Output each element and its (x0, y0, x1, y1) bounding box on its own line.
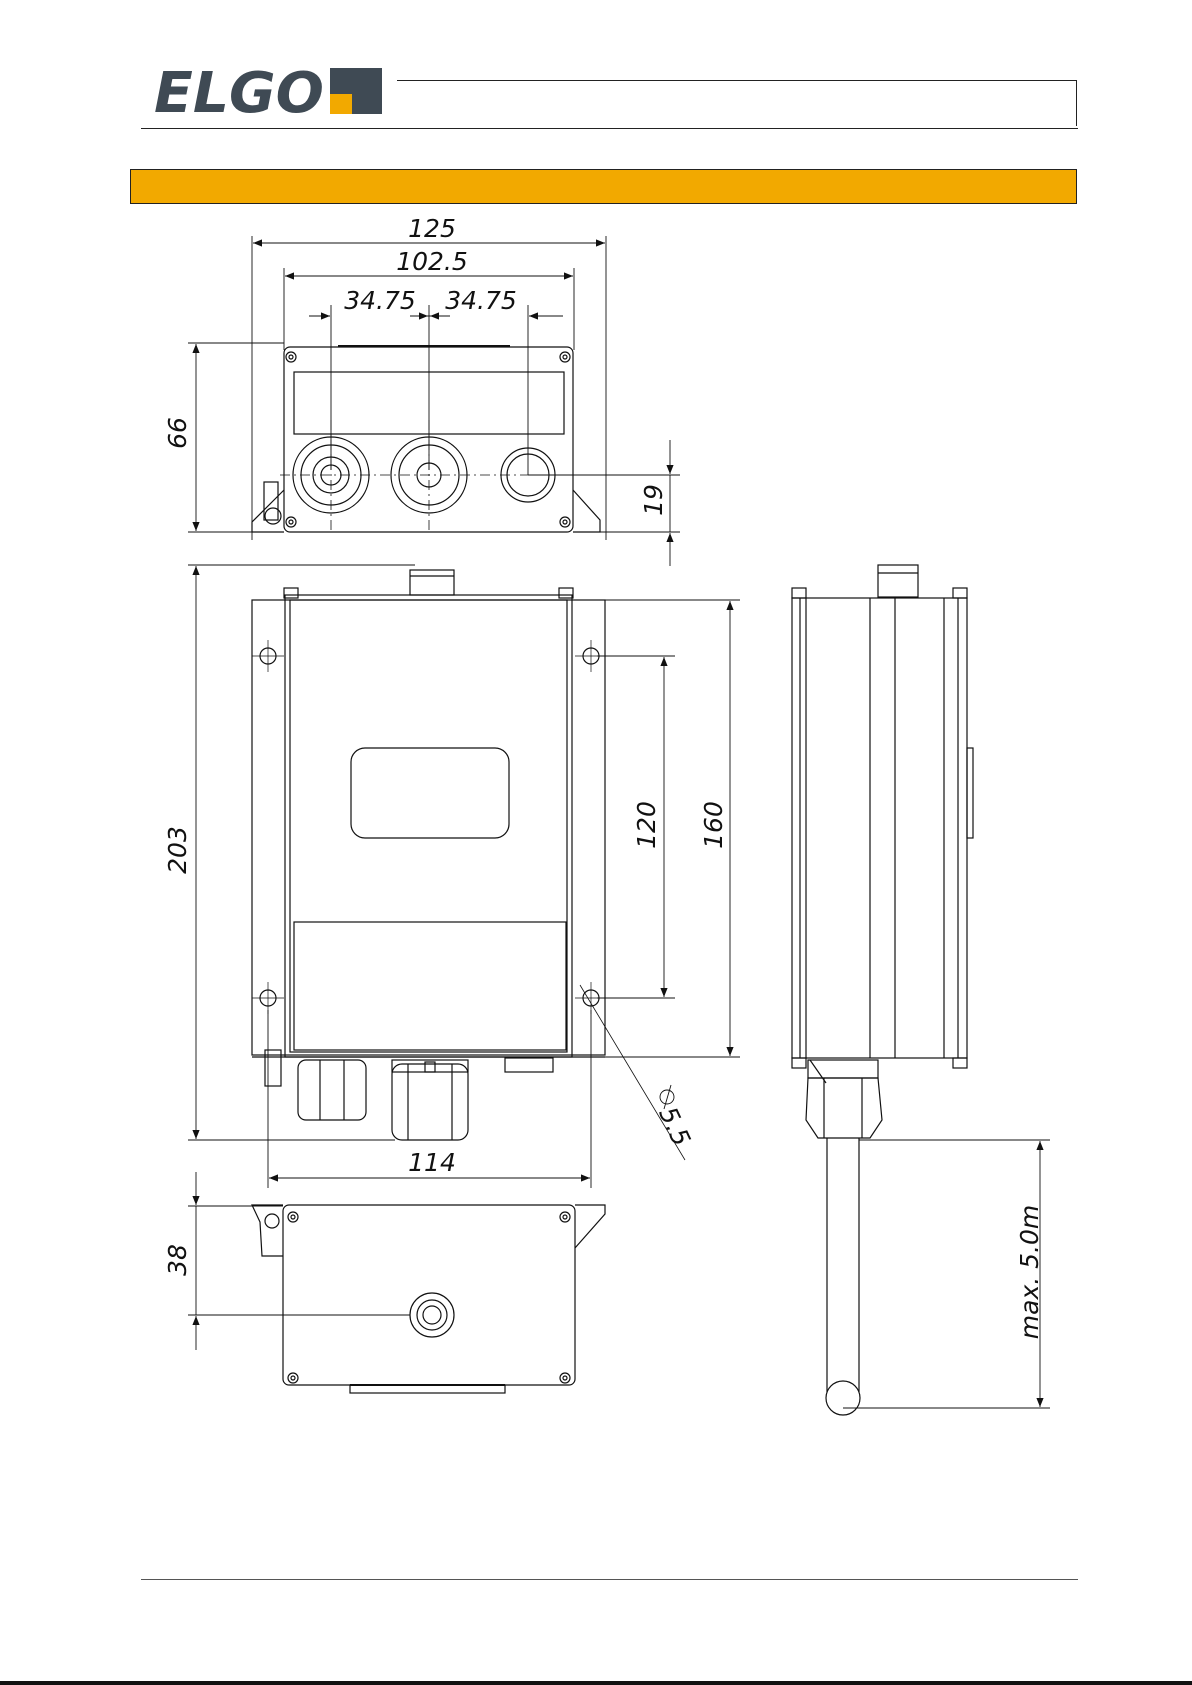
top-view (252, 346, 600, 532)
page-bottom-edge (0, 1681, 1192, 1685)
dim-203: 203 (163, 826, 192, 874)
dim-102-5: 102.5 (396, 247, 468, 276)
dim-34-75-right: 34.75 (445, 286, 517, 315)
dim-38: 38 (163, 1244, 192, 1276)
bottom-view (252, 1205, 605, 1393)
side-view (792, 565, 973, 1415)
front-view (252, 570, 685, 1160)
dim-120: 120 (632, 801, 661, 849)
dim-66: 66 (163, 417, 192, 449)
dim-max-cable-length: max. 5.0m (1015, 1205, 1044, 1339)
dim-34-75-left: 34.75 (344, 286, 416, 315)
dim-19: 19 (639, 484, 668, 516)
footer-rule (141, 1579, 1078, 1580)
dim-125: 125 (408, 214, 456, 243)
dim-5-5-diameter: 5.5 (653, 1102, 696, 1150)
dim-114: 114 (408, 1148, 456, 1177)
dim-160: 160 (699, 801, 728, 849)
